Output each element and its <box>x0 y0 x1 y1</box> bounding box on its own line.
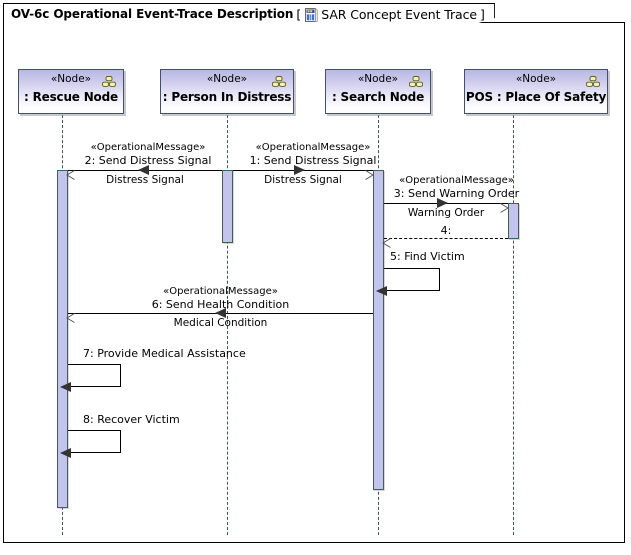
diagram-title: OV-6c Operational Event-Trace Descriptio… <box>11 7 294 21</box>
message-label-4: 4: <box>440 224 452 237</box>
node-icon <box>271 74 287 87</box>
message-endpoint-arrow-6 <box>66 308 75 323</box>
message-endpoint-arrow-2 <box>66 165 75 180</box>
message-stereotype-3: «OperationalMessage» <box>399 175 514 186</box>
message-label-1: 1: Send Distress Signal <box>249 154 377 167</box>
self-message-loop-7[interactable] <box>68 364 121 387</box>
activation-bar-search-node[interactable] <box>373 170 384 490</box>
message-endpoint-arrow-3 <box>500 198 509 213</box>
message-sublabel-3: Warning Order <box>407 207 485 219</box>
lifeline-name-label: : Person In Distress <box>162 90 292 104</box>
message-label-5: 5: Find Victim <box>390 250 465 263</box>
stereotype-label: «Node» <box>206 73 248 85</box>
message-endpoint-arrow-1 <box>365 165 374 180</box>
message-label-8: 8: Recover Victim <box>83 413 180 426</box>
lifeline-axis-place-of-safety <box>513 115 514 535</box>
stereotype-label: «Node» <box>50 73 92 85</box>
node-icon <box>408 74 424 87</box>
message-stereotype-1: «OperationalMessage» <box>255 142 371 153</box>
activation-bar-rescue-node[interactable] <box>57 170 68 508</box>
lifeline-name-label: POS : Place Of Safety <box>465 90 607 104</box>
bracket-open: [ <box>296 6 302 22</box>
lifeline-axis-person-in-distress <box>227 115 228 535</box>
activation-bar-person-in-distress[interactable] <box>222 170 233 243</box>
bracket-close: ] <box>479 6 485 22</box>
lifeline-head-place-of-safety[interactable]: «Node» POS : Place Of Safety <box>464 69 608 114</box>
lifeline-name-label: : Rescue Node <box>24 90 118 104</box>
message-label-6: 6: Send Health Condition <box>151 298 290 311</box>
message-sublabel-1: Distress Signal <box>264 174 342 186</box>
lifeline-head-person-in-distress[interactable]: «Node» : Person In Distress <box>160 69 294 114</box>
node-icon <box>101 74 117 87</box>
message-stereotype-2: «OperationalMessage» <box>90 142 206 153</box>
message-sublabel-6: Medical Condition <box>173 317 268 329</box>
message-stereotype-6: «OperationalMessage» <box>163 286 278 297</box>
lifeline-name-label: : Search Node <box>331 90 425 104</box>
message-arrowhead-5 <box>376 286 387 296</box>
activation-bar-place-of-safety[interactable] <box>508 203 519 239</box>
message-arrowhead-2 <box>138 165 149 175</box>
message-arrowhead-7 <box>60 382 71 392</box>
lifeline-head-rescue-node[interactable]: «Node» : Rescue Node <box>18 69 124 114</box>
diagram-subtitle: SAR Concept Event Trace <box>321 6 477 22</box>
message-line-4[interactable] <box>384 238 508 239</box>
message-label-2: 2: Send Distress Signal <box>84 154 212 167</box>
stereotype-label: «Node» <box>515 73 557 85</box>
diagram-frame-tab: OV-6c Operational Event-Trace Descriptio… <box>3 3 495 24</box>
message-arrowhead-6 <box>215 308 226 318</box>
node-icon <box>585 74 601 87</box>
message-arrowhead-8 <box>60 448 71 458</box>
message-arrowhead-3 <box>437 198 448 208</box>
message-endpoint-arrow-4 <box>382 233 391 248</box>
message-label-3: 3: Send Warning Order <box>393 187 520 200</box>
stereotype-label: «Node» <box>357 73 399 85</box>
self-message-loop-5[interactable] <box>384 268 440 291</box>
message-sublabel-2: Distress Signal <box>106 174 184 186</box>
message-label-7: 7: Provide Medical Assistance <box>83 347 246 360</box>
event-trace-diagram-icon <box>305 7 319 22</box>
self-message-loop-8[interactable] <box>68 430 121 453</box>
lifeline-head-search-node[interactable]: «Node» : Search Node <box>325 69 431 114</box>
message-arrowhead-1 <box>294 165 305 175</box>
